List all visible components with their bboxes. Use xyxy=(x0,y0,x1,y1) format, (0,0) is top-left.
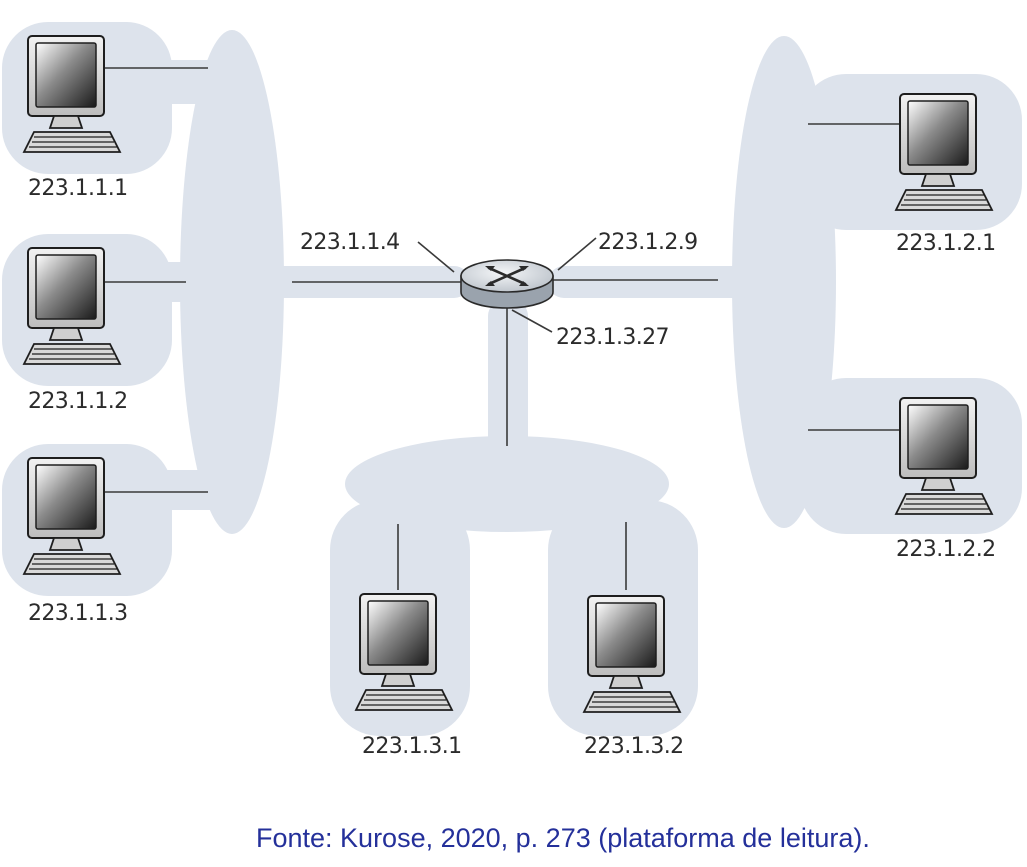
host-label-h112: 223.1.1.2 xyxy=(28,389,128,414)
host-label-h131: 223.1.3.1 xyxy=(362,734,462,759)
interface-label-if3: 223.1.3.27 xyxy=(556,325,669,350)
leader-if2 xyxy=(557,237,597,271)
source-caption: Fonte: Kurose, 2020, p. 273 (plataforma … xyxy=(256,823,870,853)
interface-label-if1: 223.1.1.4 xyxy=(300,230,400,255)
links xyxy=(104,67,900,590)
interface-label-if2: 223.1.2.9 xyxy=(598,230,698,255)
router-icon xyxy=(460,259,554,309)
host-label-h111: 223.1.1.1 xyxy=(28,176,128,201)
host-label-h132: 223.1.3.2 xyxy=(584,734,684,759)
leader-if3 xyxy=(511,309,553,333)
leader-if1 xyxy=(417,241,455,273)
host-label-h121: 223.1.2.1 xyxy=(896,231,996,256)
subnet-bottom-blob xyxy=(330,300,698,736)
host-label-h122: 223.1.2.2 xyxy=(896,537,996,562)
host-label-h113: 223.1.1.3 xyxy=(28,601,128,626)
